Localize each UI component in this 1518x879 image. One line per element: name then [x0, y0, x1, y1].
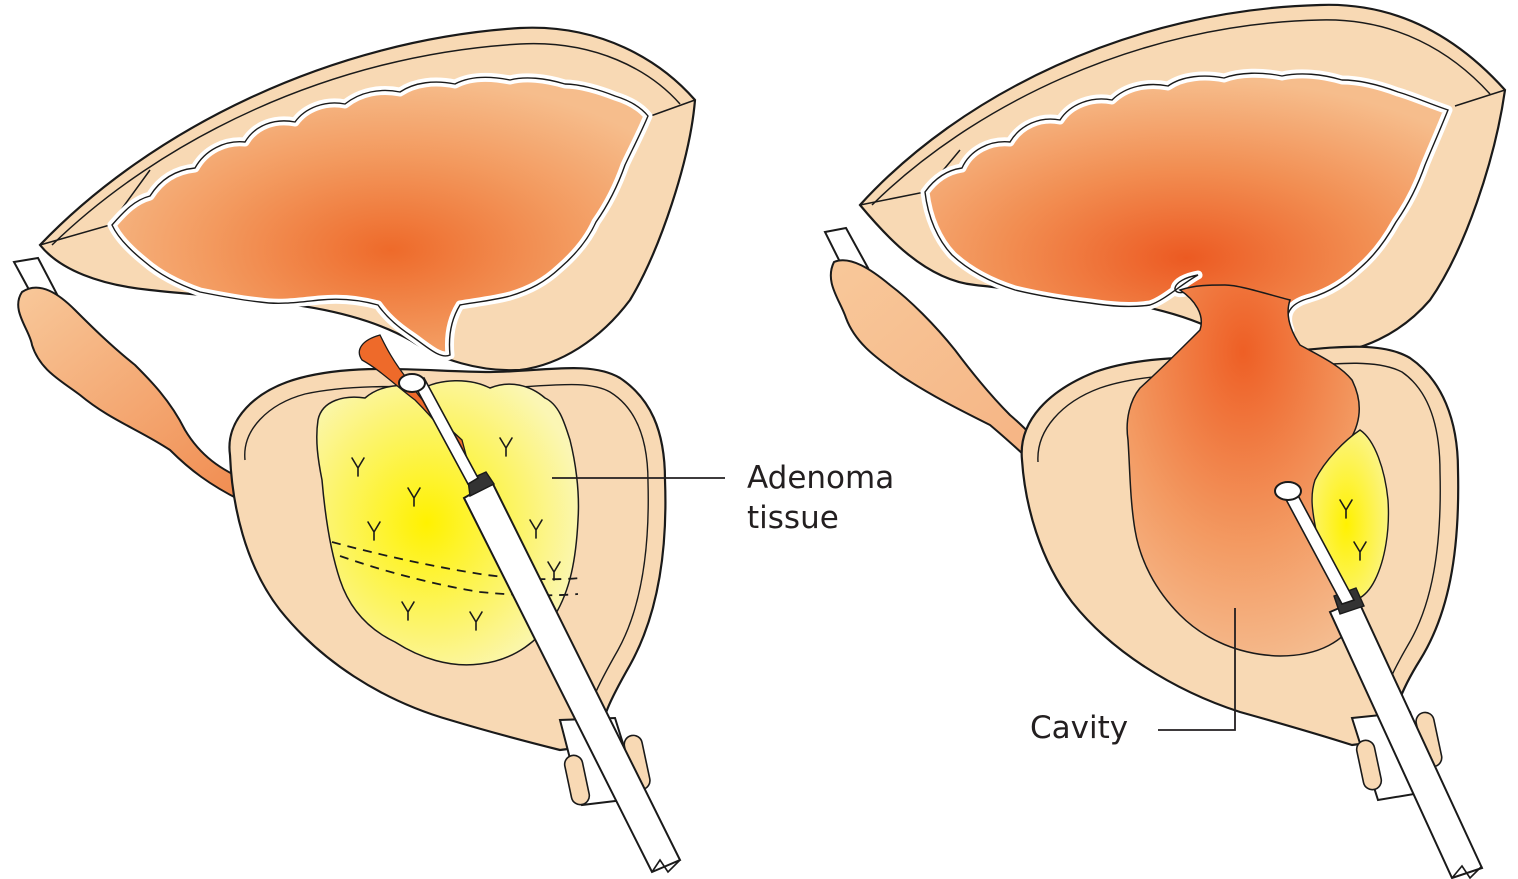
adenoma-label-line-2: tissue — [747, 498, 894, 538]
right-figure-after-resection — [825, 5, 1505, 878]
adenoma-tissue-label: Adenoma tissue — [747, 458, 894, 539]
adenoma-label-line-1: Adenoma — [747, 458, 894, 498]
cavity-label: Cavity — [1030, 708, 1128, 748]
left-figure-before-resection — [14, 28, 725, 872]
